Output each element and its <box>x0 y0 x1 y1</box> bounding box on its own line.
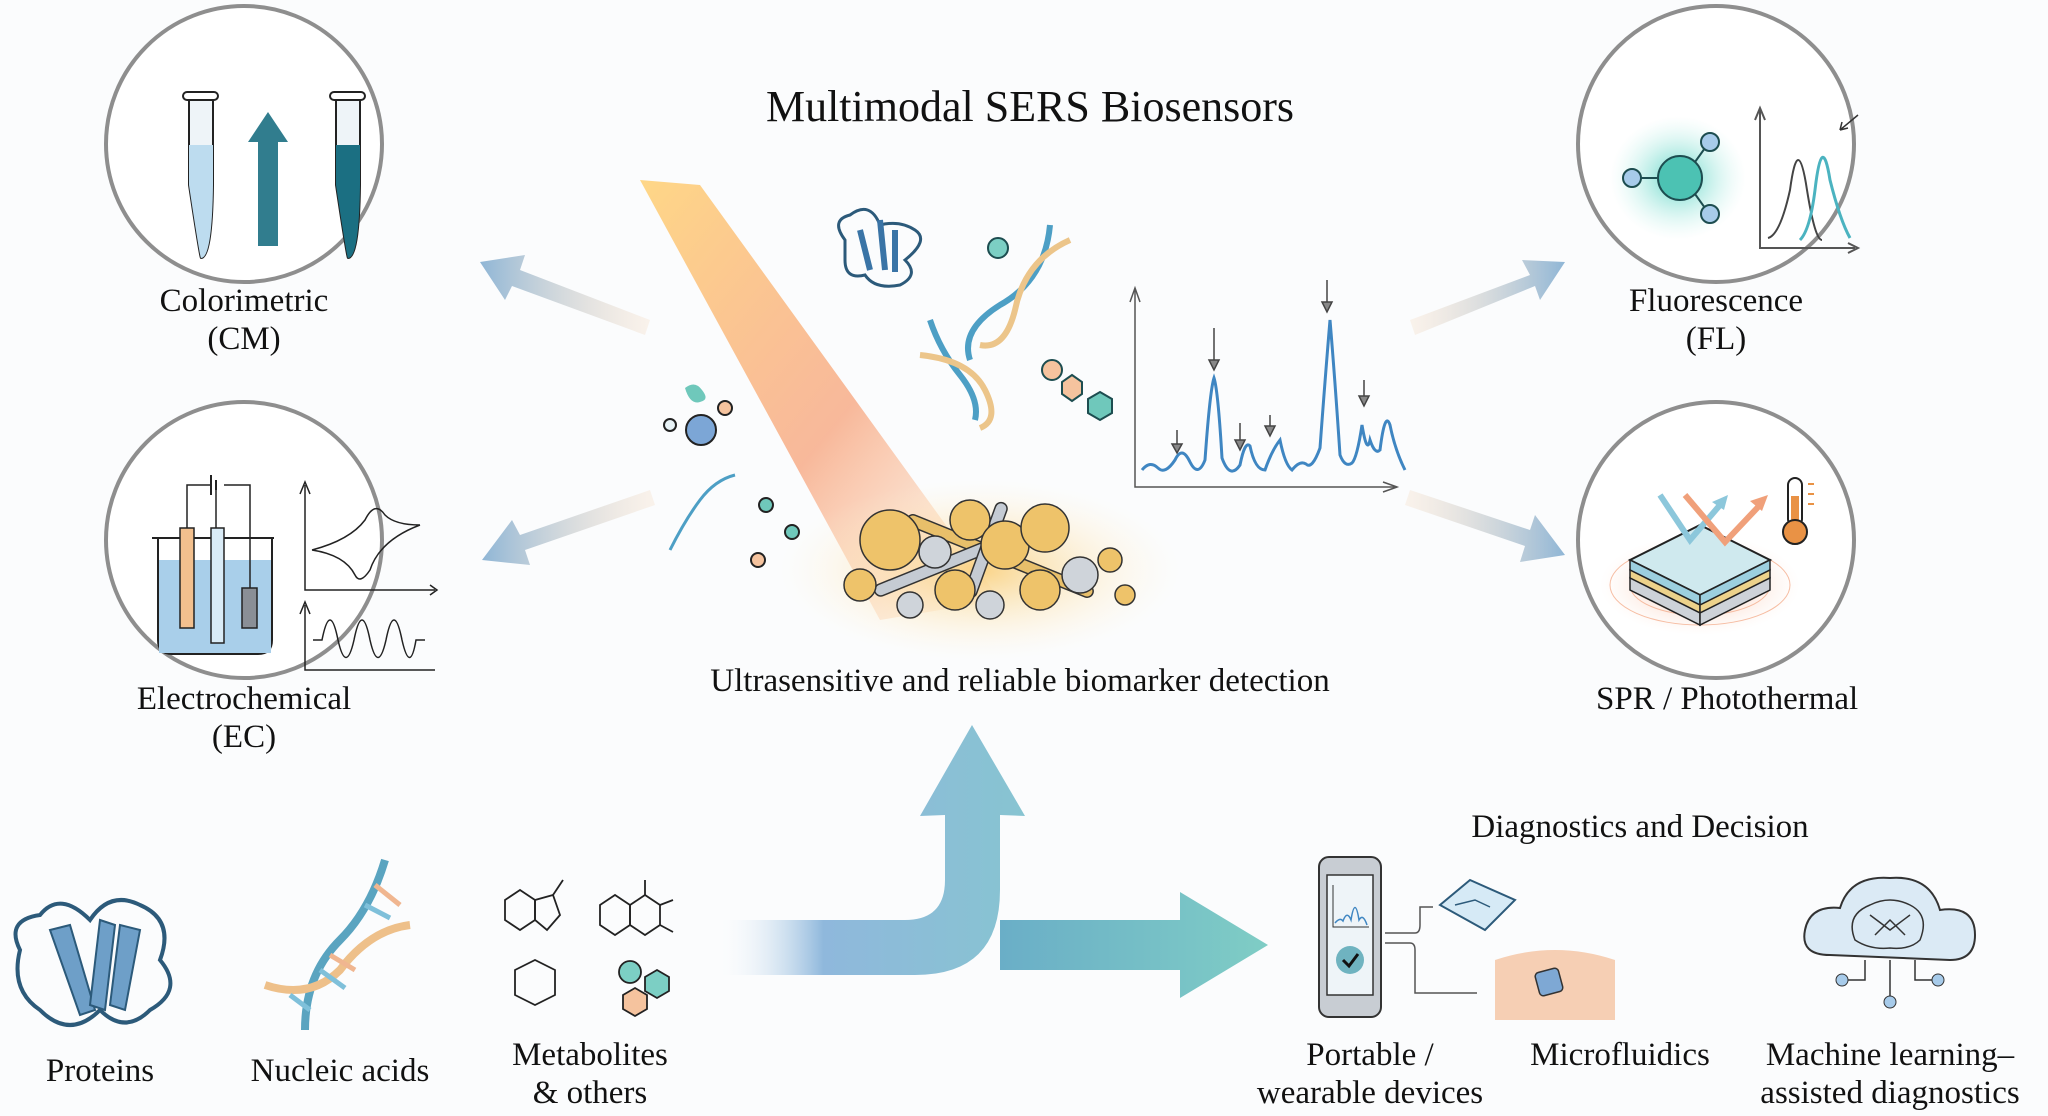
dna-icon <box>263 858 411 1031</box>
arrow-to-fluorescence <box>1410 260 1565 335</box>
biomarker-metabolites-label: Metabolites <box>512 1037 668 1073</box>
diagnostics-portable-label: Portable / <box>1306 1037 1434 1073</box>
nanoparticle-substrate <box>843 499 1136 620</box>
metabolite-icon <box>504 879 674 1018</box>
diagnostics-ml-label: Machine learning– <box>1765 1037 2015 1073</box>
colorimetric-label: Colorimetric <box>159 283 329 319</box>
spr-photothermal-label: SPR / Photothermal <box>1596 681 1859 717</box>
protein-icon <box>13 898 173 1027</box>
electrochemical-cell-icon <box>152 475 439 671</box>
dna-icon <box>919 224 1072 431</box>
diagnostics-heading: Diagnostics and Decision <box>1471 809 1809 845</box>
arrow-to-spr <box>1405 490 1565 562</box>
colorimetric-abbr: (CM) <box>207 321 281 357</box>
arrow-to-colorimetric <box>480 255 650 335</box>
fluorophore-icon <box>1610 105 1861 254</box>
tube-color-change-icon <box>182 91 366 260</box>
arrow-to-diagnostics <box>1000 892 1268 998</box>
cloud-brain-icon <box>1803 876 1977 1009</box>
arrow-to-electrochemical <box>482 490 655 565</box>
fluorescence-abbr: (FL) <box>1685 321 1747 357</box>
plasmonic-chip-icon <box>1600 477 1814 635</box>
protein-icon <box>837 207 923 288</box>
fluorescence-label: Fluorescence <box>1628 283 1804 319</box>
smartphone-icon <box>1318 856 1615 1020</box>
diagnostics-portable-label-2: wearable devices <box>1256 1075 1484 1111</box>
electrochemical-abbr: (EC) <box>211 719 277 755</box>
peak-markers <box>1170 280 1371 455</box>
center-analytes <box>663 207 1113 568</box>
detection-caption: Ultrasensitive and reliable biomarker de… <box>710 663 1330 699</box>
diagnostics-ml-label-2: assisted diagnostics <box>1760 1075 2020 1111</box>
biomarker-metabolites-label-2: & others <box>532 1075 648 1111</box>
page-title: Multimodal SERS Biosensors <box>765 82 1295 131</box>
electrochemical-label: Electrochemical <box>136 681 352 717</box>
arrow-up-to-detection <box>715 725 1025 975</box>
biomarker-nucleic-acids-label: Nucleic acids <box>250 1053 430 1089</box>
spectrum-line <box>1140 319 1407 473</box>
diagnostics-microfluidics-label: Microfluidics <box>1530 1037 1710 1073</box>
sers-spectrum-chart <box>1129 280 1407 493</box>
biomarker-proteins-label: Proteins <box>45 1053 155 1089</box>
microfluidic-chip-icon <box>1438 878 1517 932</box>
